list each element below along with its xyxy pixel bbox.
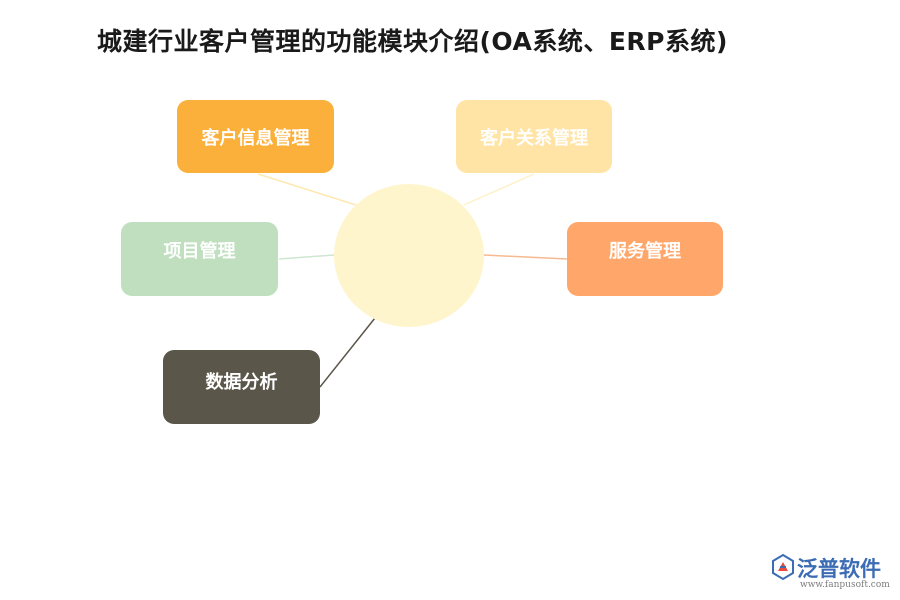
brand-logo: 泛普软件 www.fanpusoft.com xyxy=(770,551,895,595)
node-customer-info-label: 客户信息管理 xyxy=(201,127,310,149)
brand-url: www.fanpusoft.com xyxy=(800,580,890,590)
connector-customer-info xyxy=(257,173,357,206)
page-title: 城建行业客户管理的功能模块介绍(OA系统、ERP系统) xyxy=(97,27,728,56)
node-service-label: 服务管理 xyxy=(609,241,681,262)
node-customer-relation: 客户关系管理 xyxy=(456,100,612,173)
node-data-analysis-label: 数据分析 xyxy=(205,372,278,393)
hub-circle xyxy=(334,184,484,327)
node-project: 项目管理 xyxy=(121,222,278,296)
brand-mark-icon xyxy=(772,553,794,581)
connector-customer-relation xyxy=(463,173,535,206)
connector-project xyxy=(278,254,335,260)
node-service: 服务管理 xyxy=(567,222,723,296)
brand-name: 泛普软件 xyxy=(797,557,881,581)
node-project-label: 项目管理 xyxy=(163,241,236,262)
connector-service xyxy=(483,254,568,260)
node-data-analysis: 数据分析 xyxy=(163,350,320,424)
node-customer-info: 客户信息管理 xyxy=(177,100,334,173)
connector-data-analysis xyxy=(319,317,376,388)
node-customer-relation-label: 客户关系管理 xyxy=(480,127,588,149)
